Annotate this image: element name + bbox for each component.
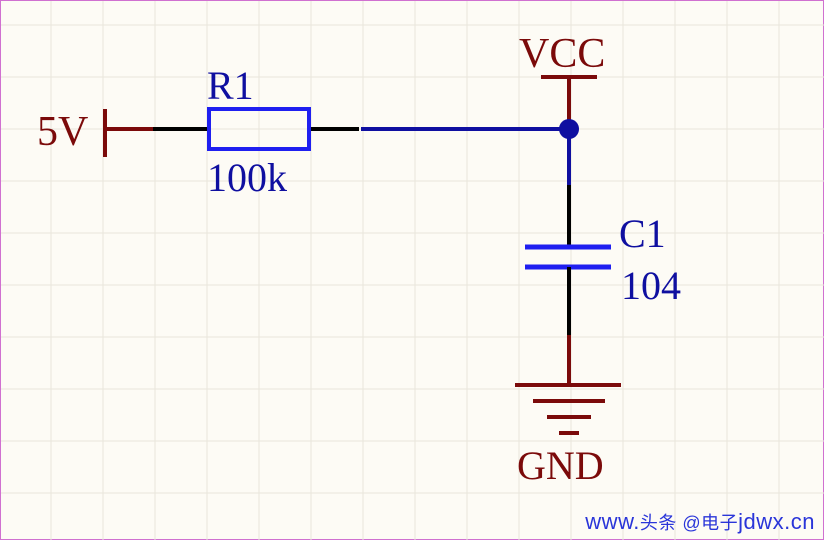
power-port-vcc[interactable]: VCC (519, 31, 605, 127)
capacitor-value: 104 (621, 263, 681, 308)
watermark-domain: jdwx.cn (738, 509, 815, 534)
watermark-prefix: www. (585, 509, 640, 534)
power-label-5v: 5V (37, 109, 88, 155)
watermark: www.头条 @电子jdwx.cn (585, 509, 815, 535)
resistor-designator: R1 (207, 63, 254, 108)
ground-symbol[interactable]: GND (515, 335, 621, 488)
capacitor-designator: C1 (619, 211, 666, 256)
capacitor-c1[interactable]: C1 104 (525, 185, 681, 335)
resistor-r1[interactable]: R1 100k (207, 63, 311, 200)
resistor-value: 100k (207, 155, 287, 200)
power-label-vcc: VCC (519, 31, 605, 77)
power-port-5v[interactable]: 5V (37, 109, 153, 157)
ground-label: GND (517, 443, 604, 488)
watermark-cn-text: 头条 @电子 (639, 513, 739, 533)
